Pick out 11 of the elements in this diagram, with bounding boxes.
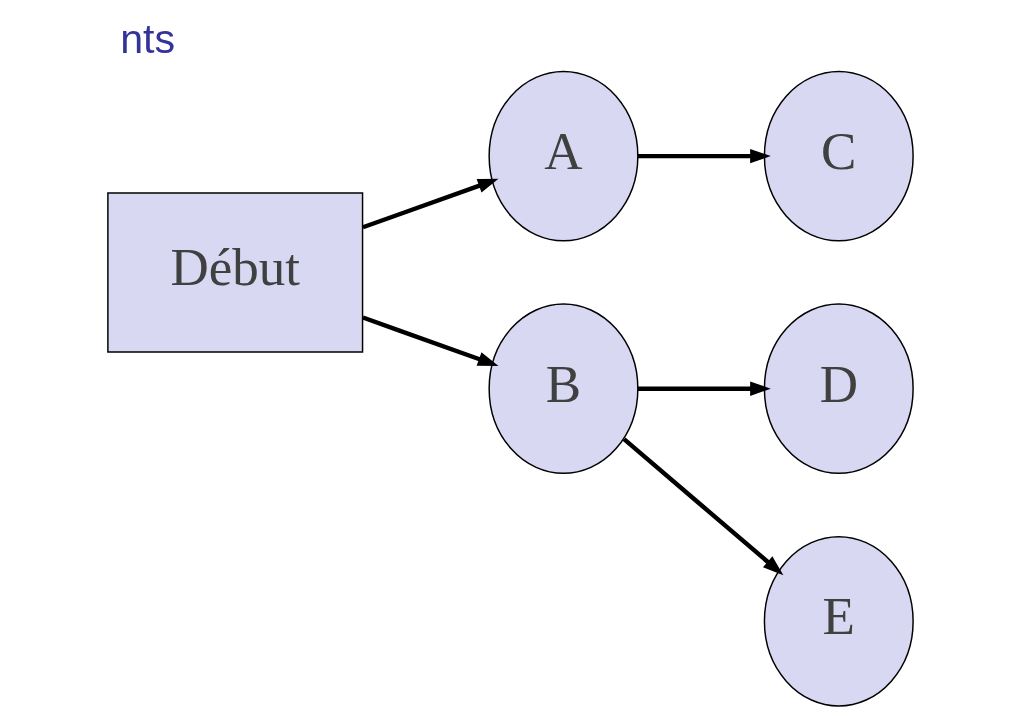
arrow — [637, 148, 771, 164]
arrow — [622, 437, 783, 576]
node-box: Début — [106, 192, 363, 353]
diagram-title: nts — [119, 15, 175, 62]
node-ellipse: C — [763, 70, 914, 242]
node-ellipse: A — [487, 70, 639, 242]
node-ellipse: B — [487, 303, 639, 475]
arrow — [361, 315, 499, 366]
arrow — [637, 381, 771, 396]
arrow — [361, 178, 498, 230]
node-ellipse: D — [763, 303, 914, 475]
